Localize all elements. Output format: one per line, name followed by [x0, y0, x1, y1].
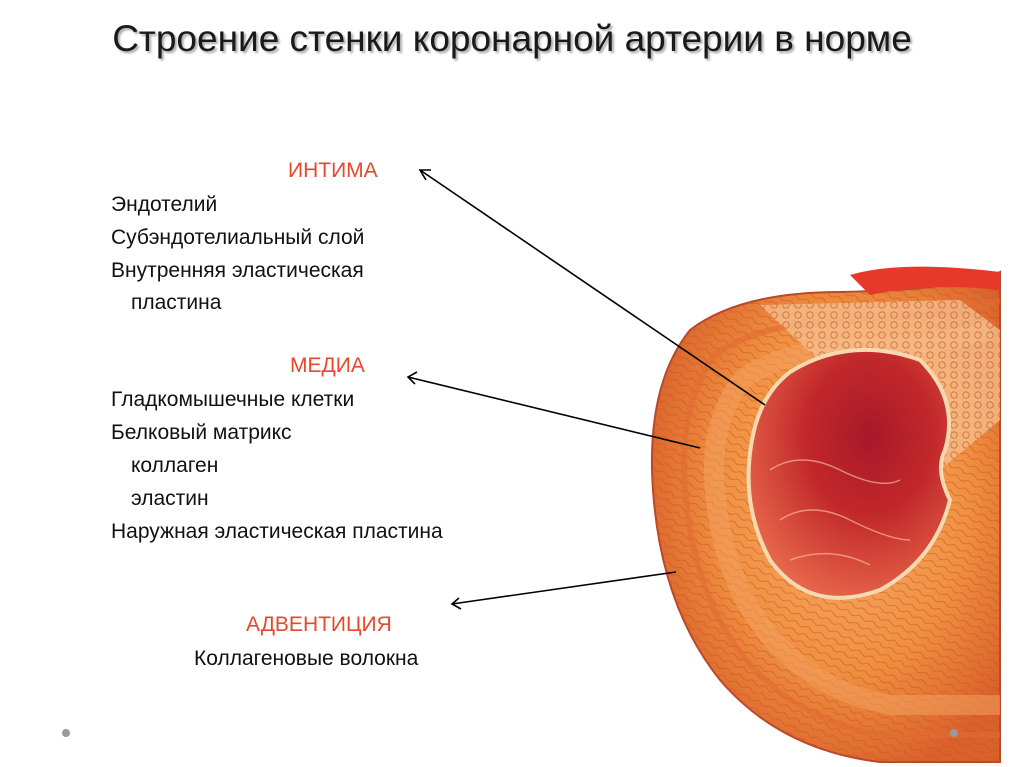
media-item-collagen: коллаген — [131, 454, 219, 477]
media-item-elastin: эластин — [131, 487, 209, 510]
arrow-adventitia — [451, 571, 677, 605]
arrow-media — [407, 376, 701, 449]
artery-lumen — [746, 347, 953, 600]
media-header: МЕДИА — [290, 354, 365, 377]
intima-item-internal-elastic: Внутренняя эластическая — [111, 259, 364, 282]
media-item-matrix: Белковый матрикс — [111, 421, 292, 444]
arrow-intima — [419, 169, 766, 406]
pointer-arrows — [406, 169, 766, 610]
arrow-adventitia-head — [450, 597, 462, 610]
media-item-external-elastic: Наружная эластическая пластина — [111, 520, 443, 543]
media-item-smooth-muscle: Гладкомышечные клетки — [111, 388, 355, 411]
adventitia-header: АДВЕНТИЦИЯ — [246, 613, 392, 636]
intima-item-endothelium: Эндотелий — [111, 193, 218, 216]
arrow-media-head — [406, 371, 418, 385]
intima-item-subendothelial: Субэндотелиальный слой — [111, 226, 365, 249]
adventitia-item-collagen-fibers: Коллагеновые волокна — [194, 647, 419, 670]
intima-header: ИНТИМА — [288, 159, 378, 182]
intima-item-lamina: пластина — [131, 291, 222, 314]
slide-title: Строение стенки коронарной артерии в нор… — [112, 18, 912, 59]
slide-dot-left — [62, 729, 70, 737]
slide-dot-right — [950, 729, 958, 737]
arrow-intima-head — [418, 169, 431, 181]
